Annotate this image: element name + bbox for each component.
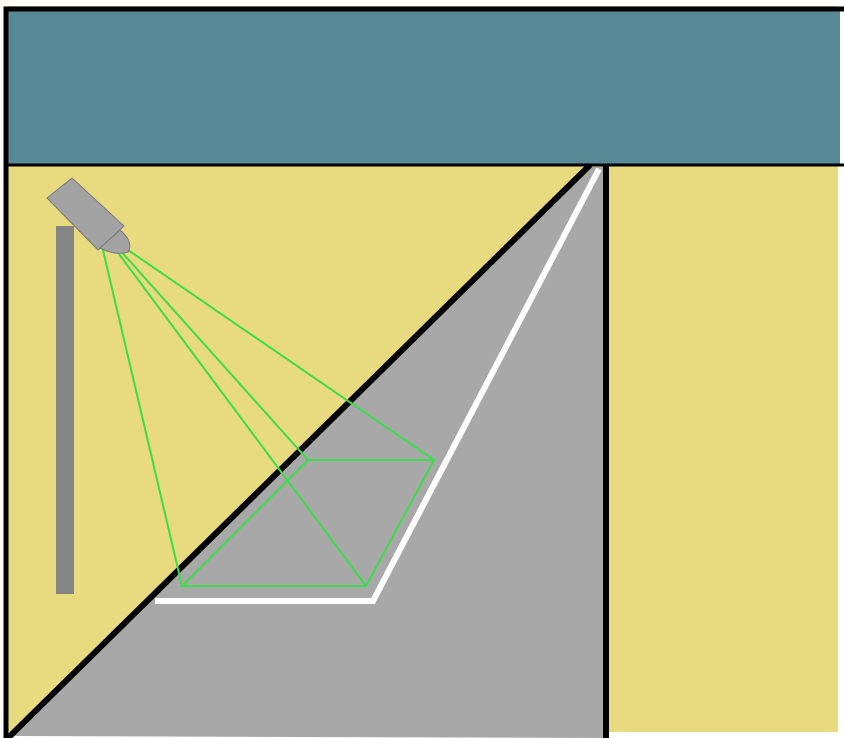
top-band (6, 9, 840, 165)
camera-pole (56, 226, 74, 594)
